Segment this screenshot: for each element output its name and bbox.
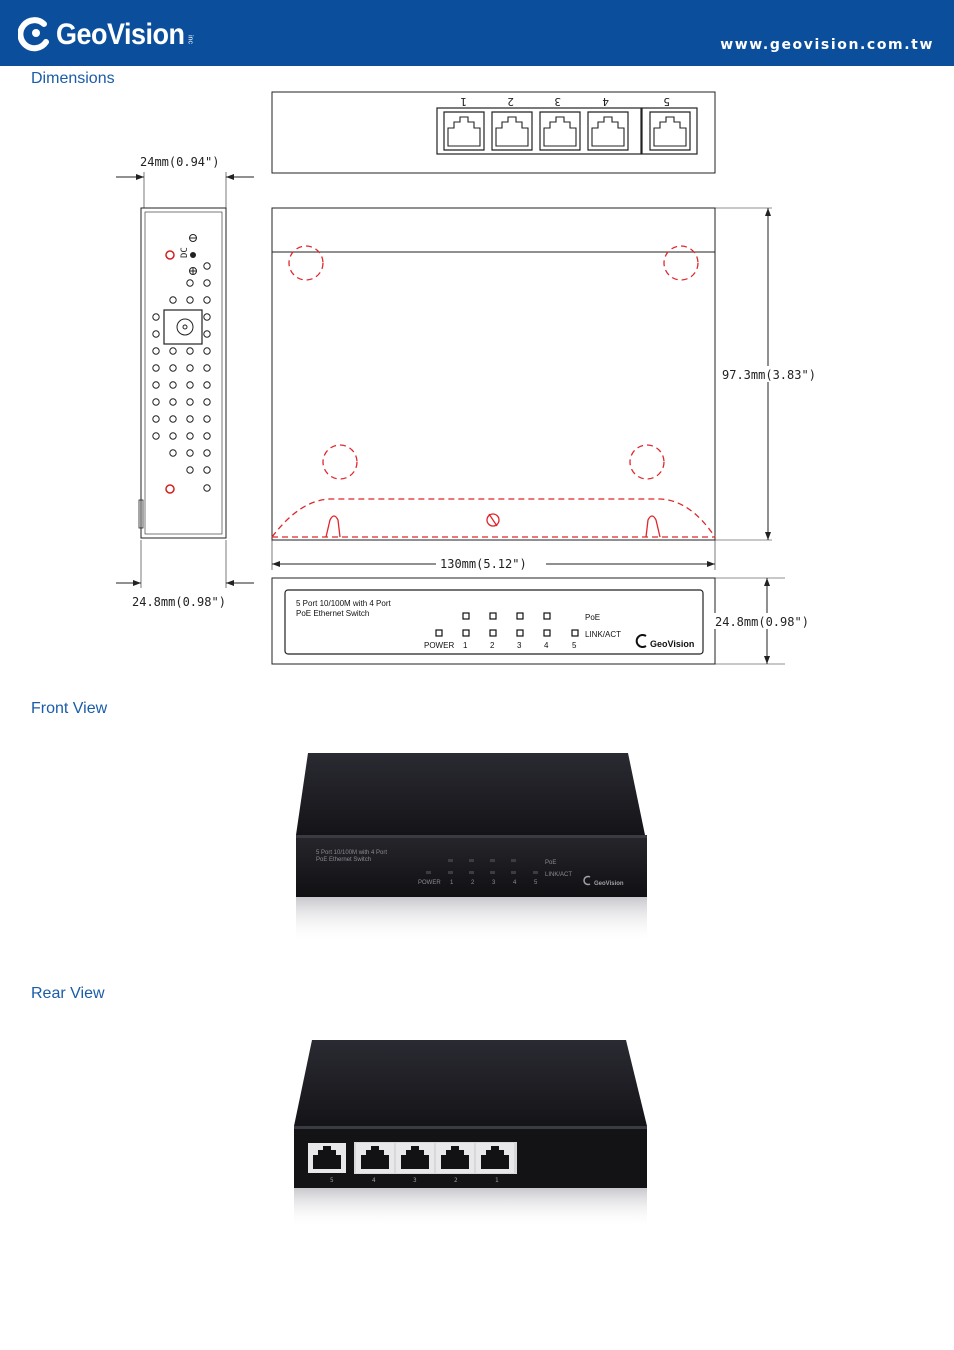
- rear-view-photo: 5 4 3 2 1: [294, 1040, 647, 1228]
- vent-hole: [169, 432, 177, 440]
- dimension-drawing: 1 2 3 4 5 24mm(0.94") DC: [116, 91, 823, 665]
- poe-label: PoE: [585, 613, 600, 622]
- side-depth-top-label: 24mm(0.94"): [140, 155, 219, 169]
- height-dimension-label: 97.3mm(3.83"): [722, 368, 816, 382]
- vent-hole: [169, 415, 177, 423]
- led-number: 3: [517, 641, 522, 650]
- vent-hole: [203, 415, 211, 423]
- led-number: 4: [544, 641, 549, 650]
- panel-brand: GeoVision: [650, 639, 694, 649]
- page-header: GeoVision inc www.geovision.com.tw: [0, 0, 954, 66]
- vent-hole: [169, 398, 177, 406]
- vent-holes: [152, 262, 211, 492]
- vent-hole: [152, 432, 160, 440]
- rear-panel-drawing: 1 2 3 4 5: [271, 91, 716, 174]
- section-title-dimensions: Dimensions: [31, 70, 115, 87]
- vent-hole: [186, 296, 194, 304]
- vent-hole: [186, 466, 194, 474]
- vent-hole: [203, 347, 211, 355]
- vent-hole: [203, 262, 211, 270]
- vent-hole: [152, 330, 160, 338]
- led-number: 2: [490, 641, 495, 650]
- vent-hole: [203, 466, 211, 474]
- vent-hole: [186, 279, 194, 287]
- vent-hole: [169, 381, 177, 389]
- vent-hole: [152, 313, 160, 321]
- vent-hole: [152, 415, 160, 423]
- front-panel-drawing: 5 Port 10/100M with 4 Port PoE Ethernet …: [271, 577, 823, 665]
- dc-input-label: DC: [180, 247, 190, 258]
- front-view-photo: 5 Port 10/100M with 4 Port PoE Ethernet …: [296, 753, 647, 943]
- vent-hole: [152, 347, 160, 355]
- website-url[interactable]: www.geovision.com.tw: [720, 37, 934, 53]
- vent-hole: [186, 364, 194, 372]
- led-number: 5: [572, 641, 577, 650]
- front-photo-number: 2: [471, 880, 475, 886]
- vent-hole: [203, 313, 211, 321]
- vent-hole: [203, 279, 211, 287]
- power-label: POWER: [424, 641, 454, 650]
- vent-hole: [186, 415, 194, 423]
- vent-hole: [186, 347, 194, 355]
- vent-hole: [169, 364, 177, 372]
- rear-photo-port-number: 3: [413, 1177, 417, 1184]
- geovision-logo: GeoVision inc: [18, 12, 194, 56]
- drawing-port-number: 1: [460, 95, 467, 108]
- section-title-rear-view: Rear View: [31, 985, 105, 1002]
- link-act-label: LINK/ACT: [585, 630, 621, 639]
- vent-hole: [186, 381, 194, 389]
- front-photo-poe: PoE: [545, 860, 556, 866]
- panel-title-line-2: PoE Ethernet Switch: [296, 609, 369, 618]
- geovision-logo-icon: [18, 17, 49, 52]
- front-photo-link: LINK/ACT: [545, 872, 572, 878]
- vent-hole: [186, 398, 194, 406]
- drawing-port-number: 5: [663, 95, 670, 108]
- side-depth-bottom-label: 24.8mm(0.98"): [132, 595, 226, 609]
- vent-hole: [169, 347, 177, 355]
- rear-photo-port-number: 4: [372, 1177, 376, 1184]
- vent-hole: [203, 296, 211, 304]
- bottom-view-drawing: 97.3mm(3.83") 130mm(5.12"): [271, 207, 816, 572]
- rear-photo-port-number: 5: [330, 1177, 334, 1184]
- vent-hole: [152, 381, 160, 389]
- drawing-port-number: 2: [507, 95, 514, 108]
- vent-hole: [203, 484, 211, 492]
- front-height-label: 24.8mm(0.98"): [715, 615, 809, 629]
- drawing-port-number: 4: [602, 95, 609, 108]
- front-photo-number: 4: [513, 880, 517, 886]
- front-photo-title-1: 5 Port 10/100M with 4 Port: [316, 850, 387, 856]
- brand-name: GeoVision: [56, 16, 185, 50]
- front-photo-power: POWER: [418, 880, 441, 886]
- vent-hole: [152, 364, 160, 372]
- width-dimension-label: 130mm(5.12"): [440, 557, 527, 571]
- front-photo-number: 1: [450, 880, 454, 886]
- led-number: 1: [463, 641, 468, 650]
- vent-hole: [203, 330, 211, 338]
- drawing-port-number: 3: [554, 95, 561, 108]
- vent-hole: [203, 398, 211, 406]
- vent-hole: [186, 449, 194, 457]
- vent-hole: [203, 364, 211, 372]
- panel-title-line-1: 5 Port 10/100M with 4 Port: [296, 599, 391, 608]
- vent-hole: [169, 449, 177, 457]
- front-photo-number: 3: [492, 880, 496, 886]
- vent-hole: [169, 296, 177, 304]
- side-view-drawing: 24mm(0.94") DC 24.8mm(0.98"): [116, 155, 254, 609]
- rear-photo-port-number: 1: [495, 1177, 499, 1184]
- front-photo-title-2: PoE Ethernet Switch: [316, 857, 371, 863]
- vent-hole: [203, 381, 211, 389]
- brand-suffix: inc: [186, 34, 194, 44]
- vent-hole: [186, 432, 194, 440]
- vent-hole: [203, 449, 211, 457]
- section-title-front-view: Front View: [31, 700, 108, 717]
- front-photo-number: 5: [534, 880, 538, 886]
- rear-photo-port-number: 2: [454, 1177, 458, 1184]
- front-photo-brand: GeoVision: [594, 881, 624, 887]
- vent-hole: [152, 398, 160, 406]
- vent-hole: [203, 432, 211, 440]
